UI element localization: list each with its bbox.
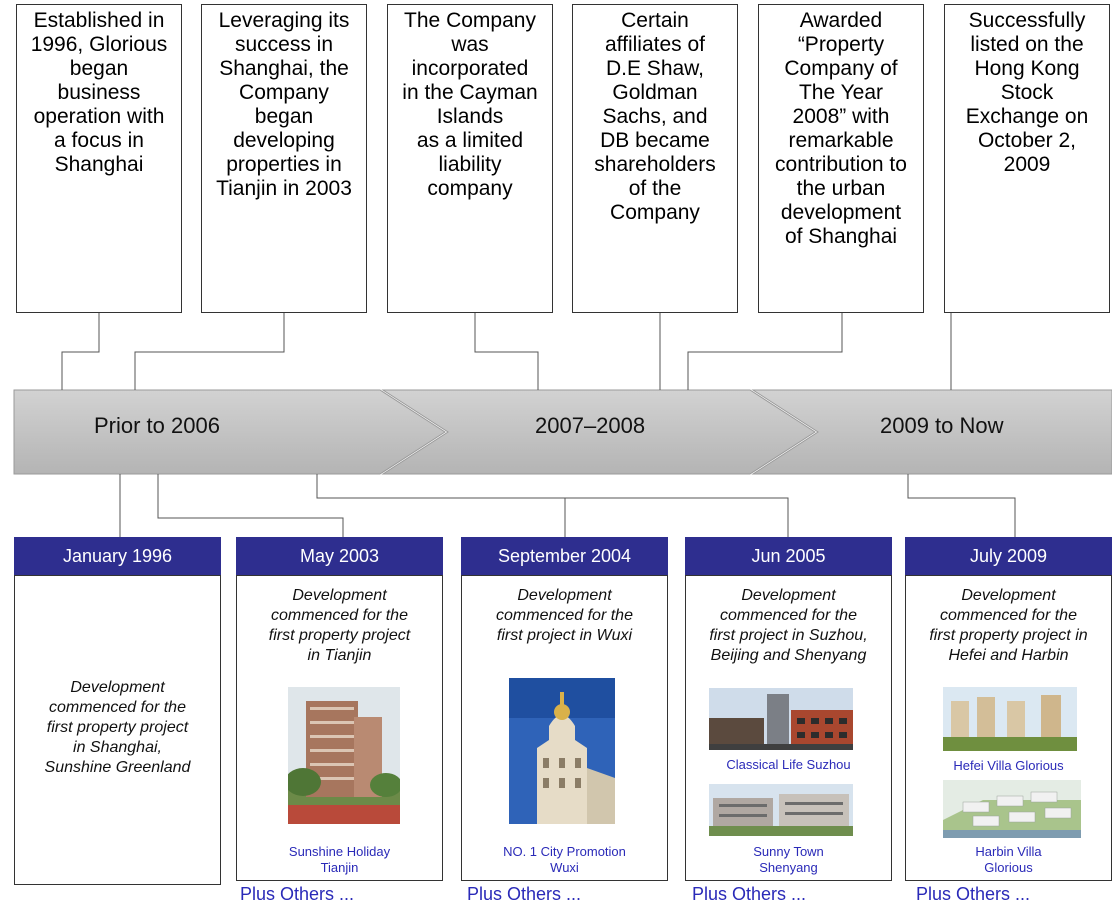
phase-arrow-1	[13, 389, 446, 475]
project-caption: Classical Life Suzhou	[726, 757, 851, 772]
milestone-box-2: Leveraging its success in Shanghai, the …	[201, 4, 367, 313]
suzhou-building-photo	[709, 688, 853, 750]
project-description: Development commenced for the first prop…	[268, 587, 411, 664]
plus-others-link[interactable]: Plus Others ...	[467, 884, 582, 904]
plus-others-link[interactable]: Plus Others ...	[240, 884, 355, 904]
milestone-box-4: Certain affiliates of D.E Shaw, Goldman …	[572, 4, 738, 313]
milestone-box-3: The Company was incorporated in the Caym…	[387, 4, 553, 313]
tianjin-building-photo	[288, 687, 400, 824]
milestone-box-5: Awarded “Property Company of The Year 20…	[758, 4, 924, 313]
project-caption: Sunny Town Shenyang	[753, 844, 824, 875]
project-card-5: Development commenced for the first prop…	[905, 575, 1112, 881]
project-description: Development commenced for the first proj…	[496, 587, 633, 644]
date-header-sep-2004: September 2004	[461, 537, 668, 575]
date-header-jun-2005: Jun 2005	[685, 537, 892, 575]
hefei-building-photo	[943, 687, 1077, 751]
phase-label-3: 2009 to Now	[880, 413, 1004, 438]
project-description: Development commenced for the first proj…	[709, 587, 868, 664]
project-description: Development commenced for the first prop…	[929, 587, 1088, 664]
phase-arrow-2	[381, 389, 816, 475]
project-card-1: Development commenced for the first prop…	[14, 575, 221, 885]
date-header-jan-1996: January 1996	[14, 537, 221, 575]
connector-lines	[61, 313, 1016, 537]
project-caption: NO. 1 City Promotion Wuxi	[503, 844, 626, 875]
phase-label-1: Prior to 2006	[94, 413, 220, 438]
project-caption: Sunshine Holiday Tianjin	[288, 844, 391, 875]
milestone-box-6: Successfully listed on the Hong Kong Sto…	[944, 4, 1110, 313]
wuxi-building-photo	[509, 678, 615, 824]
shenyang-building-photo	[709, 784, 853, 836]
project-description: Development commenced for the first prop…	[44, 679, 191, 776]
date-header-may-2003: May 2003	[236, 537, 443, 575]
phase-label-2: 2007–2008	[535, 413, 646, 438]
plus-others-link[interactable]: Plus Others ...	[692, 884, 807, 904]
plus-others-link[interactable]: Plus Others ...	[916, 884, 1031, 904]
project-card-4: Development commenced for the first proj…	[685, 575, 892, 881]
project-caption: Hefei Villa Glorious	[953, 758, 1064, 773]
date-header-jul-2009: July 2009	[905, 537, 1112, 575]
project-card-2: Development commenced for the first prop…	[236, 575, 443, 881]
phase-arrow-3	[751, 389, 1112, 475]
project-card-3: Development commenced for the first proj…	[461, 575, 668, 881]
milestone-box-1: Established in 1996, Glorious began busi…	[16, 4, 182, 313]
harbin-building-photo	[943, 780, 1081, 838]
project-caption: Harbin Villa Glorious	[975, 844, 1042, 875]
